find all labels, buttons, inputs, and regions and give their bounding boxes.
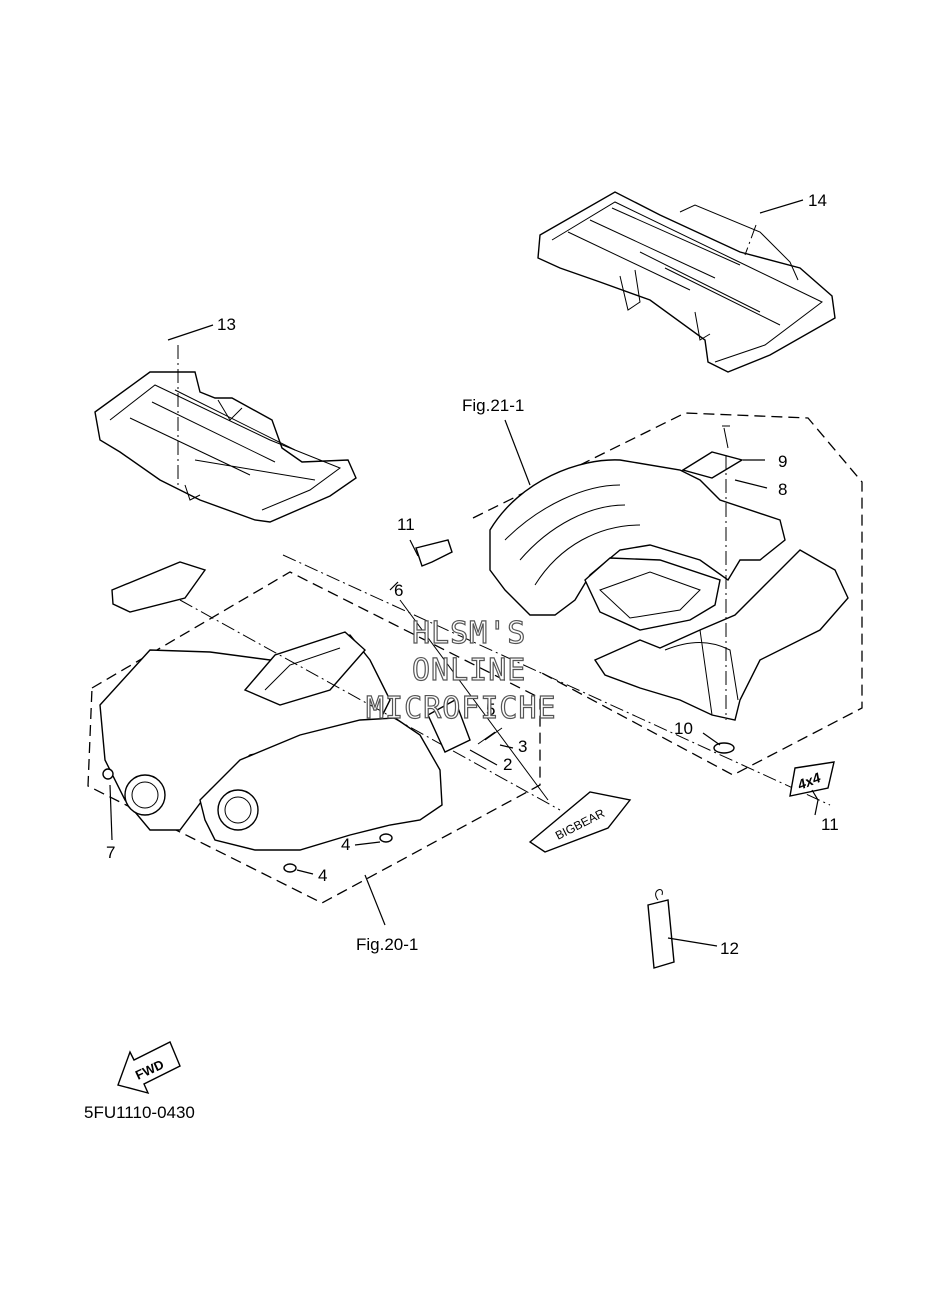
callout-5: 5 (486, 700, 495, 719)
watermark-line-3: MICROFICHE (366, 691, 557, 726)
callout-11a: 11 (397, 515, 415, 534)
callout-8: 8 (778, 480, 787, 499)
figure-ref-front: Fig.20-1 (356, 935, 418, 954)
rear-carrier-rack (537, 191, 836, 373)
rear-fender-group (472, 412, 863, 776)
bracket-part-11 (415, 539, 453, 567)
bigbear-decal: BIGBEAR (399, 599, 632, 853)
callout-13: 13 (217, 315, 236, 334)
watermark-line-2: ONLINE (412, 653, 526, 688)
fwd-arrow-icon: FWD (117, 1041, 181, 1095)
watermark-line-1: HLSM'S (412, 616, 526, 651)
callout-4b: 4 (318, 866, 327, 885)
callout-7: 7 (106, 843, 115, 862)
watermark: HLSM'S ONLINE MICROFICHE (365, 615, 557, 726)
callout-10: 10 (674, 719, 693, 738)
callout-3: 3 (518, 737, 527, 756)
front-fender-group (87, 554, 831, 904)
callout-2: 2 (503, 755, 512, 774)
figure-ref-rear: Fig.21-1 (462, 396, 524, 415)
emblem-4x4: 4x4 (789, 761, 835, 797)
leader-lines (109, 199, 819, 947)
callout-11b: 11 (821, 815, 839, 834)
callout-6: 6 (394, 581, 403, 600)
callout-9: 9 (778, 452, 787, 471)
callout-14: 14 (808, 191, 827, 210)
drawing-code: 5FU1110-0430 (84, 1103, 195, 1122)
front-carrier-rack (94, 371, 357, 523)
callout-4a: 4 (341, 835, 350, 854)
tag-part-12 (647, 889, 675, 969)
callout-12: 12 (720, 939, 739, 958)
